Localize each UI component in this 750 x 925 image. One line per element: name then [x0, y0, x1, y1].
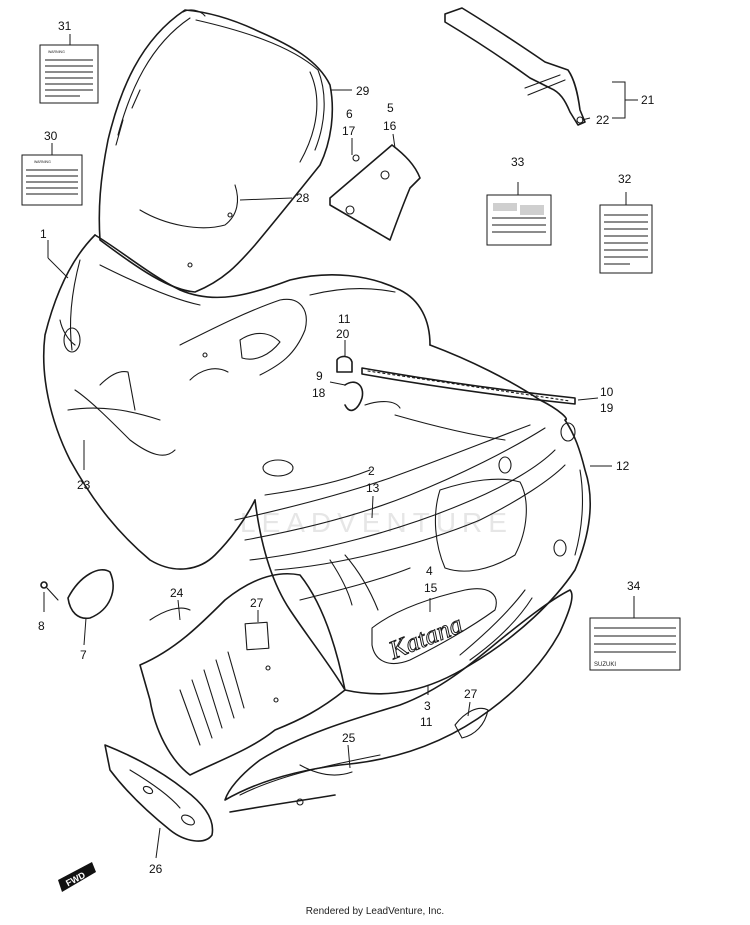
- callout-9: 9: [316, 369, 323, 383]
- forward-arrow-badge: FWD: [58, 862, 96, 892]
- callout-26: 26: [149, 862, 163, 876]
- callout-19: 19: [600, 401, 614, 415]
- label-34-brand-text: SUZUKI: [594, 662, 616, 668]
- callout-15: 15: [424, 581, 438, 595]
- callout-29: 29: [356, 84, 370, 98]
- callout-2: 2: [368, 464, 375, 478]
- callout-21: 21: [641, 93, 655, 107]
- callout-27-upper: 27: [250, 596, 264, 610]
- callout-20: 20: [336, 327, 350, 341]
- under-cowl: [224, 589, 573, 813]
- callout-24: 24: [170, 586, 184, 600]
- callout-16: 16: [383, 119, 397, 133]
- inner-panel: [139, 572, 346, 776]
- katana-decal-text: Katana: [384, 609, 467, 665]
- trim-strip: [361, 367, 576, 405]
- side-bracket: [104, 744, 214, 842]
- grommet: [336, 355, 364, 412]
- upper-fairing: [42, 234, 431, 570]
- callout-32: 32: [618, 172, 632, 186]
- callout-1: 1: [40, 227, 47, 241]
- side-panel-bracket: [329, 144, 421, 241]
- callout-7: 7: [80, 648, 87, 662]
- warning-label-30: WARNING: [21, 154, 83, 206]
- callout-31: 31: [58, 19, 72, 33]
- callout-11: 11: [338, 312, 351, 326]
- label-33: [486, 194, 552, 246]
- callout-23: 23: [77, 478, 91, 492]
- label-34: SUZUKI: [589, 617, 681, 671]
- callout-17: 17: [342, 124, 356, 138]
- label-30-warning-text: WARNING: [34, 160, 51, 164]
- callout-3: 3: [424, 699, 431, 713]
- watermark: LEADVENTURE: [240, 507, 513, 538]
- bracket-assembly: [444, 7, 586, 126]
- footer-credit: Rendered by LeadVenture, Inc.: [305, 906, 445, 917]
- leader-lines: [43, 34, 638, 859]
- callout-6: 6: [346, 107, 353, 121]
- callout-22: 22: [596, 113, 610, 127]
- callout-12: 12: [616, 459, 630, 473]
- callout-27-lower: 27: [464, 687, 478, 701]
- callout-5: 5: [387, 101, 394, 115]
- callout-13: 13: [366, 481, 380, 495]
- callout-33: 33: [511, 155, 525, 169]
- callout-11-lower: 11: [420, 715, 433, 729]
- katana-decal: Katana: [371, 588, 533, 666]
- callout-8: 8: [38, 619, 45, 633]
- callout-4: 4: [426, 564, 433, 578]
- lower-fairing: [234, 344, 591, 695]
- callout-numbers: 31 30 1 29 28 6 17 5 16 21 22 33 32 11 2…: [38, 19, 655, 876]
- callout-28: 28: [296, 191, 310, 205]
- label-32: [599, 204, 653, 274]
- callout-18: 18: [312, 386, 326, 400]
- label-31-warning-text: WARNING: [48, 50, 65, 54]
- callout-34: 34: [627, 579, 641, 593]
- callout-25: 25: [342, 731, 356, 745]
- warning-label-31: WARNING: [39, 44, 99, 104]
- callout-30: 30: [44, 129, 58, 143]
- callout-10: 10: [600, 385, 614, 399]
- lens-cover: [40, 569, 114, 620]
- windscreen: [98, 9, 334, 293]
